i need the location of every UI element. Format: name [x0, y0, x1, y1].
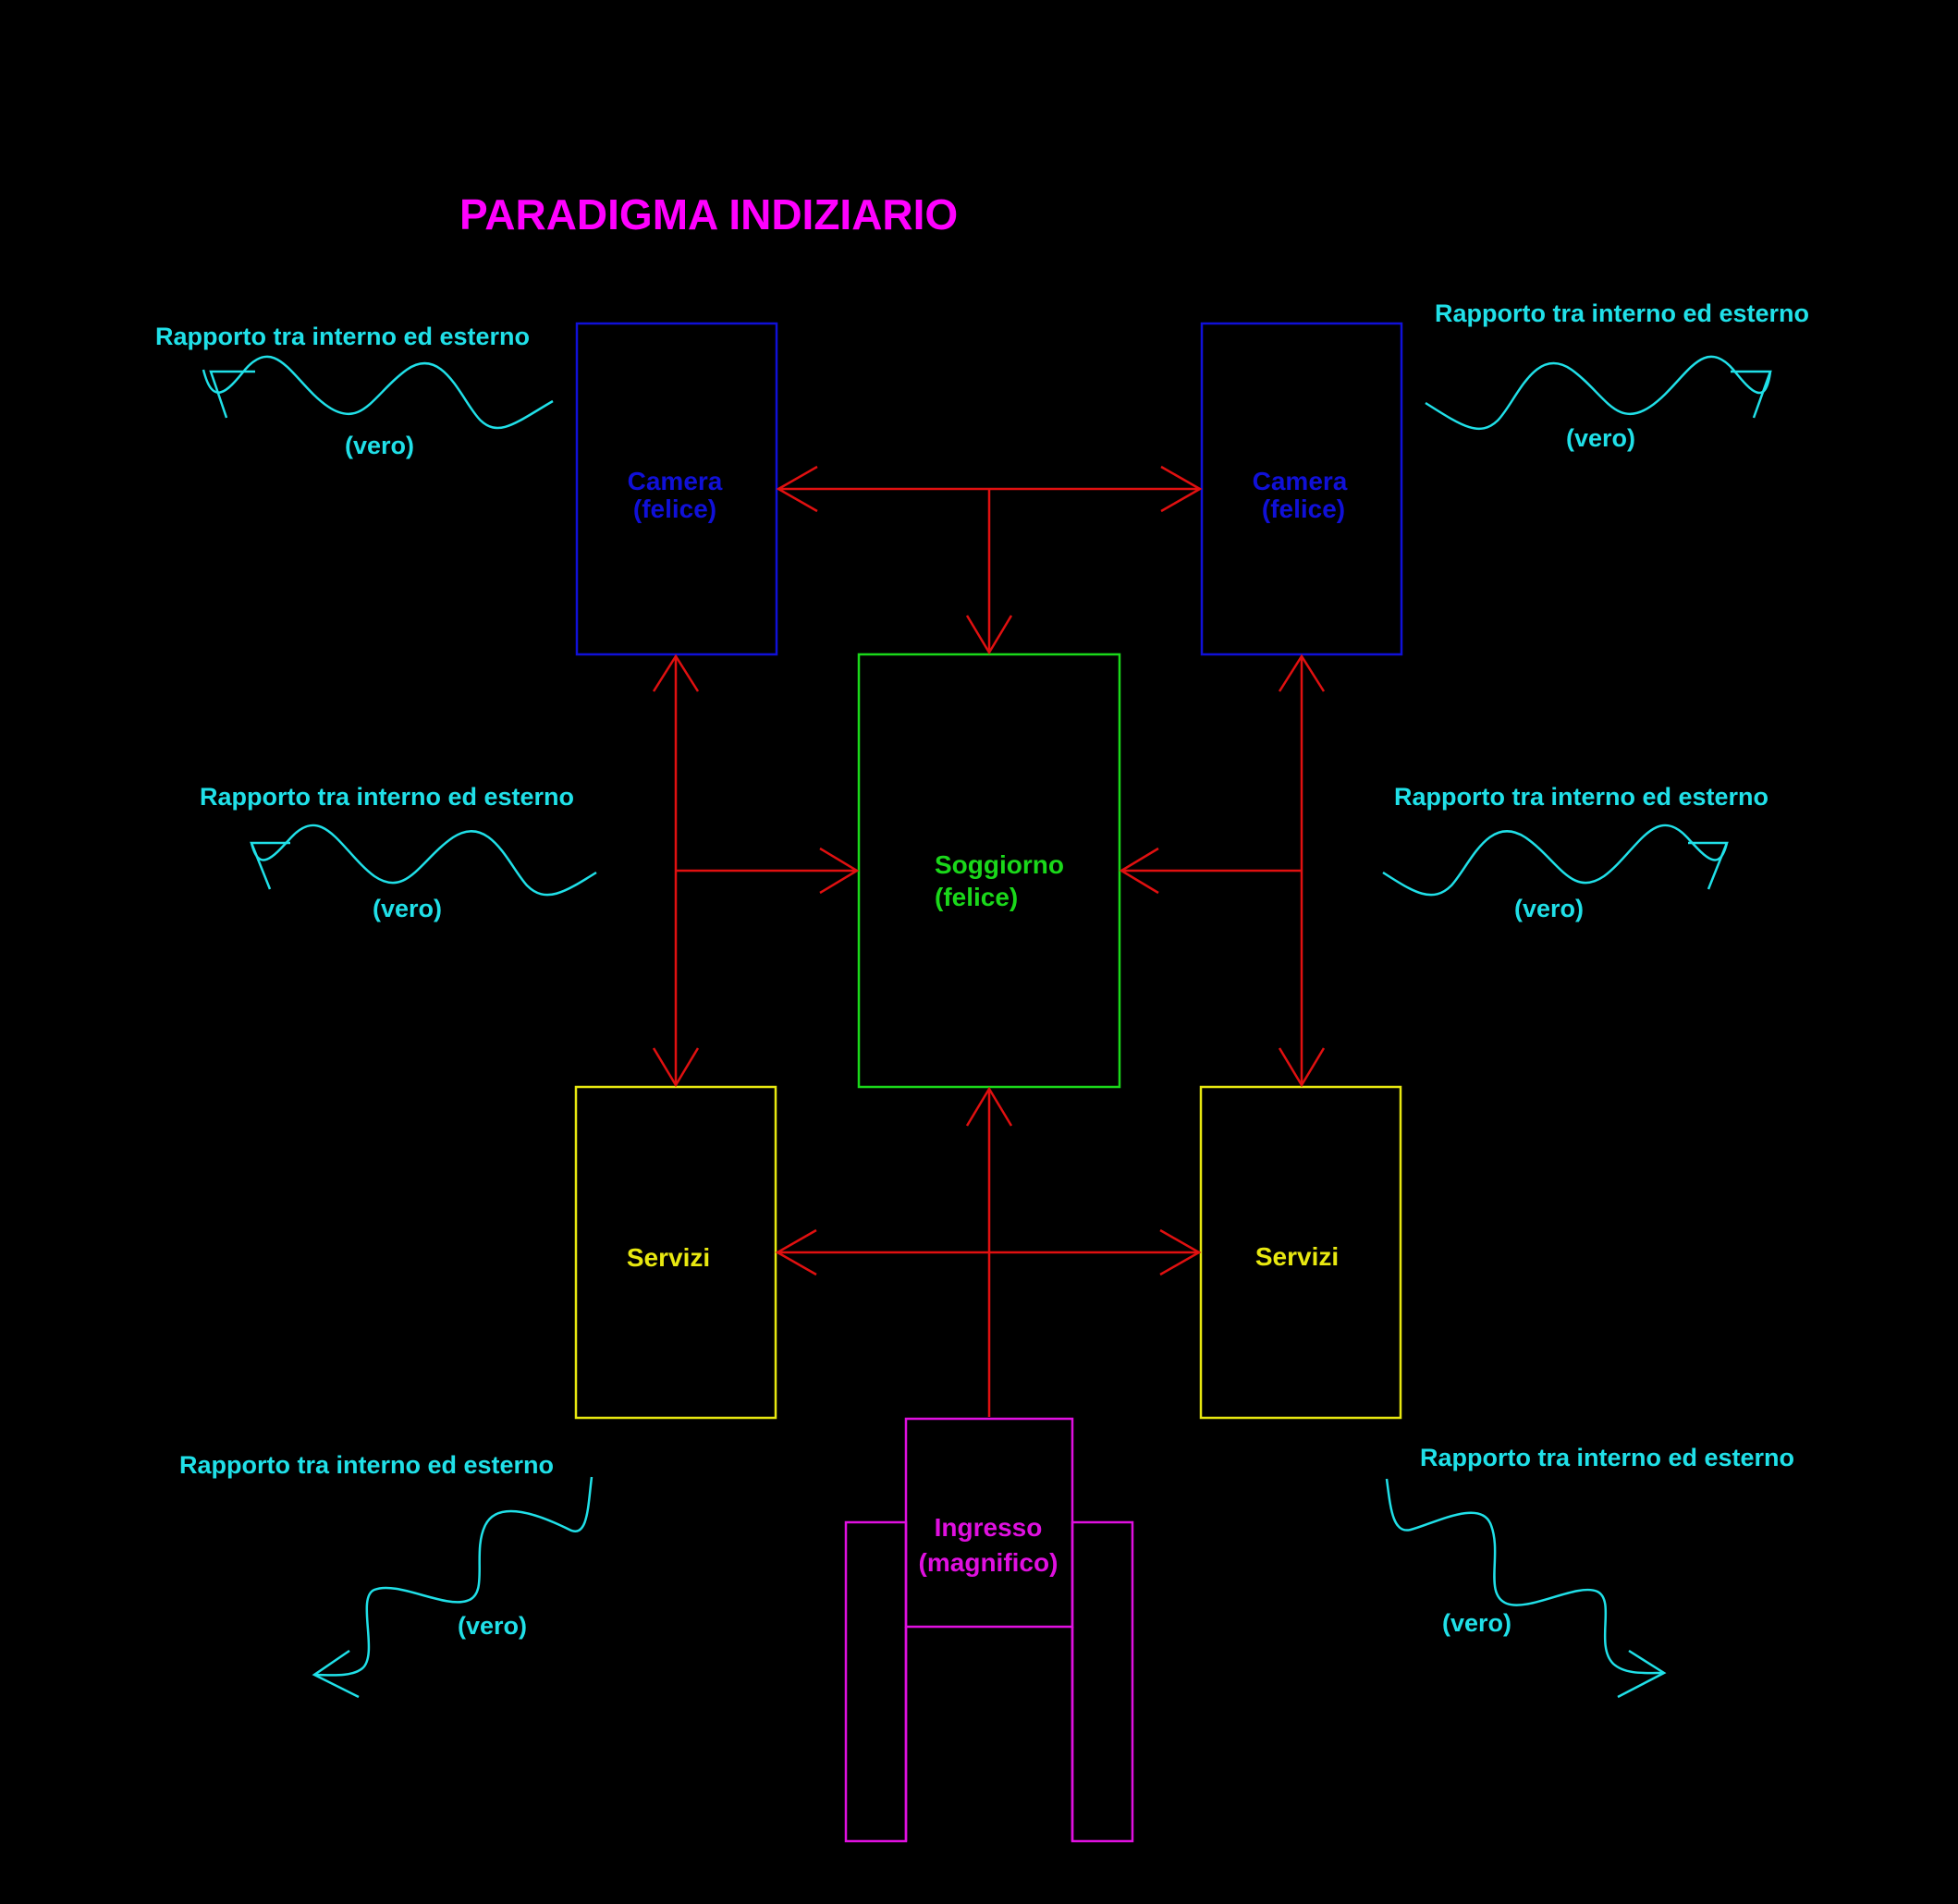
relation-top-left-note: (vero) [345, 432, 414, 459]
arrowhead-soggiorno-left [819, 847, 860, 895]
arrowhead-servizi-left-top [652, 1047, 700, 1088]
relation-mid-right: Rapporto tra interno ed esterno (vero) [1382, 783, 1768, 922]
relation-top-right-note: (vero) [1566, 424, 1635, 452]
room-soggiorno-name: Soggiorno [935, 850, 1064, 879]
relation-bottom-right: Rapporto tra interno ed esterno (vero) [1385, 1444, 1794, 1699]
relation-top-left-label: Rapporto tra interno ed esterno [155, 323, 530, 350]
relation-bottom-right-label: Rapporto tra interno ed esterno [1420, 1444, 1794, 1471]
relation-mid-right-label: Rapporto tra interno ed esterno [1394, 783, 1768, 811]
relation-mid-left-note: (vero) [373, 895, 442, 922]
arrowhead-mid-left [250, 841, 290, 890]
diagram-title: PARADIGMA INDIZIARIO [459, 190, 958, 238]
arrowhead-camera-right-bottom [1278, 653, 1326, 692]
room-camera-right: Camera (felice) [1200, 322, 1403, 656]
wave-arrow-top-left [202, 355, 554, 430]
room-servizi-left: Servizi [574, 1085, 777, 1420]
arrowhead-camera-left [776, 465, 818, 513]
arrowhead-top-left [209, 370, 255, 419]
arrowhead-soggiorno-right [1119, 847, 1159, 895]
arrowhead-servizi-right [1159, 1228, 1202, 1276]
arrowhead-soggiorno-top [965, 615, 1013, 655]
relation-bottom-right-note: (vero) [1442, 1609, 1511, 1637]
room-ingresso-quality: (magnifico) [919, 1548, 1059, 1577]
room-camera-left: Camera (felice) [575, 322, 778, 656]
room-camera-left-name: Camera [628, 467, 723, 495]
wave-arrow-top-right [1425, 355, 1772, 431]
wave-arrow-mid-left [250, 824, 597, 897]
room-camera-right-quality: (felice) [1262, 494, 1345, 523]
arrowhead-top-right [1731, 370, 1772, 419]
relation-bottom-left-label: Rapporto tra interno ed esterno [179, 1451, 554, 1479]
connection-arrows [652, 465, 1326, 1417]
arrowhead-mid-right [1688, 841, 1729, 890]
relation-top-right-label: Rapporto tra interno ed esterno [1435, 299, 1809, 327]
arrowhead-soggiorno-bottom [965, 1086, 1013, 1127]
relation-mid-right-note: (vero) [1514, 895, 1584, 922]
room-camera-right-name: Camera [1253, 467, 1348, 495]
room-soggiorno-quality: (felice) [935, 883, 1018, 911]
relation-bottom-left: Rapporto tra interno ed esterno (vero) [179, 1451, 594, 1699]
arrowhead-servizi-right-top [1278, 1047, 1326, 1088]
room-servizi-right: Servizi [1199, 1085, 1402, 1420]
room-ingresso: Ingresso (magnifico) [844, 1417, 1134, 1843]
arrowhead-camera-left-bottom [652, 653, 700, 692]
relation-top-right: Rapporto tra interno ed esterno (vero) [1425, 299, 1809, 452]
relation-bottom-left-note: (vero) [458, 1612, 527, 1640]
room-camera-left-quality: (felice) [633, 494, 716, 523]
wave-arrow-bottom-left [313, 1476, 594, 1677]
arrowhead-bottom-right [1617, 1649, 1667, 1699]
room-soggiorno: Soggiorno (felice) [857, 653, 1121, 1089]
room-servizi-right-name: Servizi [1255, 1242, 1339, 1271]
relation-top-left: Rapporto tra interno ed esterno (vero) [155, 323, 554, 459]
room-servizi-left-name: Servizi [627, 1243, 710, 1272]
arrowhead-camera-right [1160, 465, 1203, 513]
relation-mid-left: Rapporto tra interno ed esterno (vero) [200, 783, 597, 922]
relation-mid-left-label: Rapporto tra interno ed esterno [200, 783, 574, 811]
arrowhead-bottom-left [312, 1649, 360, 1699]
wave-arrow-mid-right [1382, 824, 1729, 897]
wave-arrow-bottom-right [1385, 1478, 1665, 1675]
arrowhead-servizi-left [775, 1228, 817, 1276]
room-ingresso-name: Ingresso [935, 1513, 1043, 1542]
